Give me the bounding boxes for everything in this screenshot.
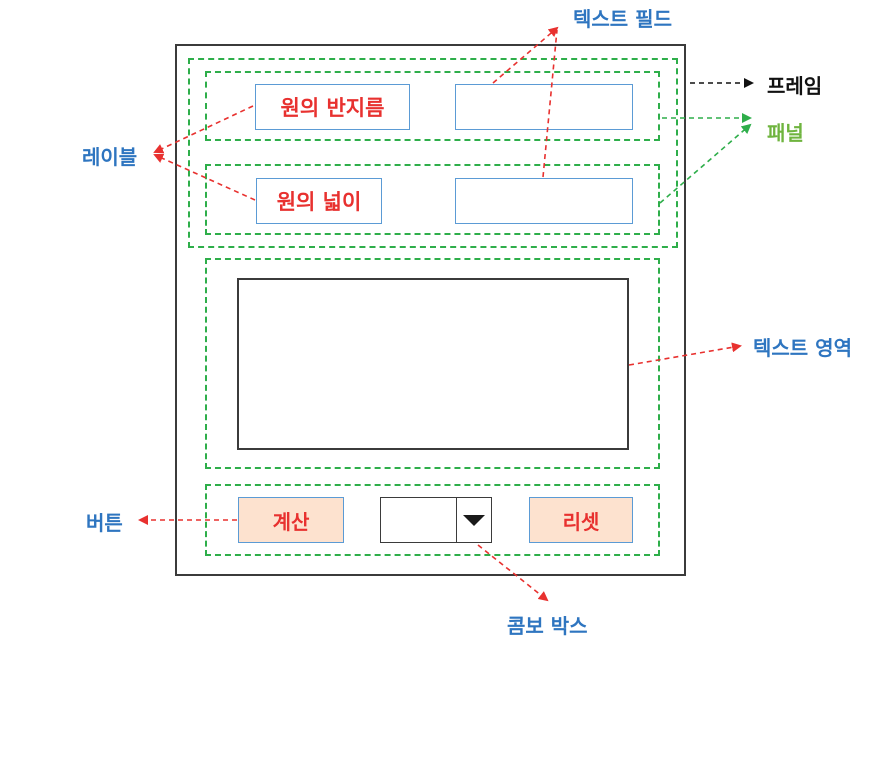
radius-row-panel <box>205 71 660 141</box>
text-area-annotation: 텍스트 영역 <box>753 336 852 360</box>
label-arrow-1 <box>153 105 254 154</box>
panel-annotation: 패널 <box>767 121 804 145</box>
text-area-arrow <box>628 342 742 366</box>
text-field-annotation: 텍스트 필드 <box>573 7 672 31</box>
button-annotation: 버튼 <box>86 511 123 535</box>
label-annotation: 레이블 <box>82 145 138 169</box>
combo-box-annotation: 콤보 박스 <box>507 614 588 638</box>
panel-arrow-2 <box>659 123 752 204</box>
area-text-field[interactable] <box>455 178 633 224</box>
combo-box[interactable] <box>380 497 492 543</box>
text-area-panel <box>205 258 660 469</box>
reset-button[interactable]: 리셋 <box>529 497 633 543</box>
area-row-panel <box>205 164 660 235</box>
calculate-button[interactable]: 계산 <box>238 497 344 543</box>
top-panel-outline <box>188 58 678 248</box>
combo-box-arrow <box>477 544 549 602</box>
label-arrow-2 <box>153 153 256 201</box>
area-label: 원의 넓이 <box>256 178 382 224</box>
text-field-arrow-2 <box>542 29 558 178</box>
text-area[interactable] <box>237 278 629 450</box>
dropdown-arrow-icon[interactable] <box>456 498 491 542</box>
frame-annotation: 프레임 <box>767 74 823 98</box>
radius-text-field[interactable] <box>455 84 633 130</box>
radius-label: 원의 반지름 <box>255 84 410 130</box>
text-field-arrow-1 <box>492 26 559 84</box>
